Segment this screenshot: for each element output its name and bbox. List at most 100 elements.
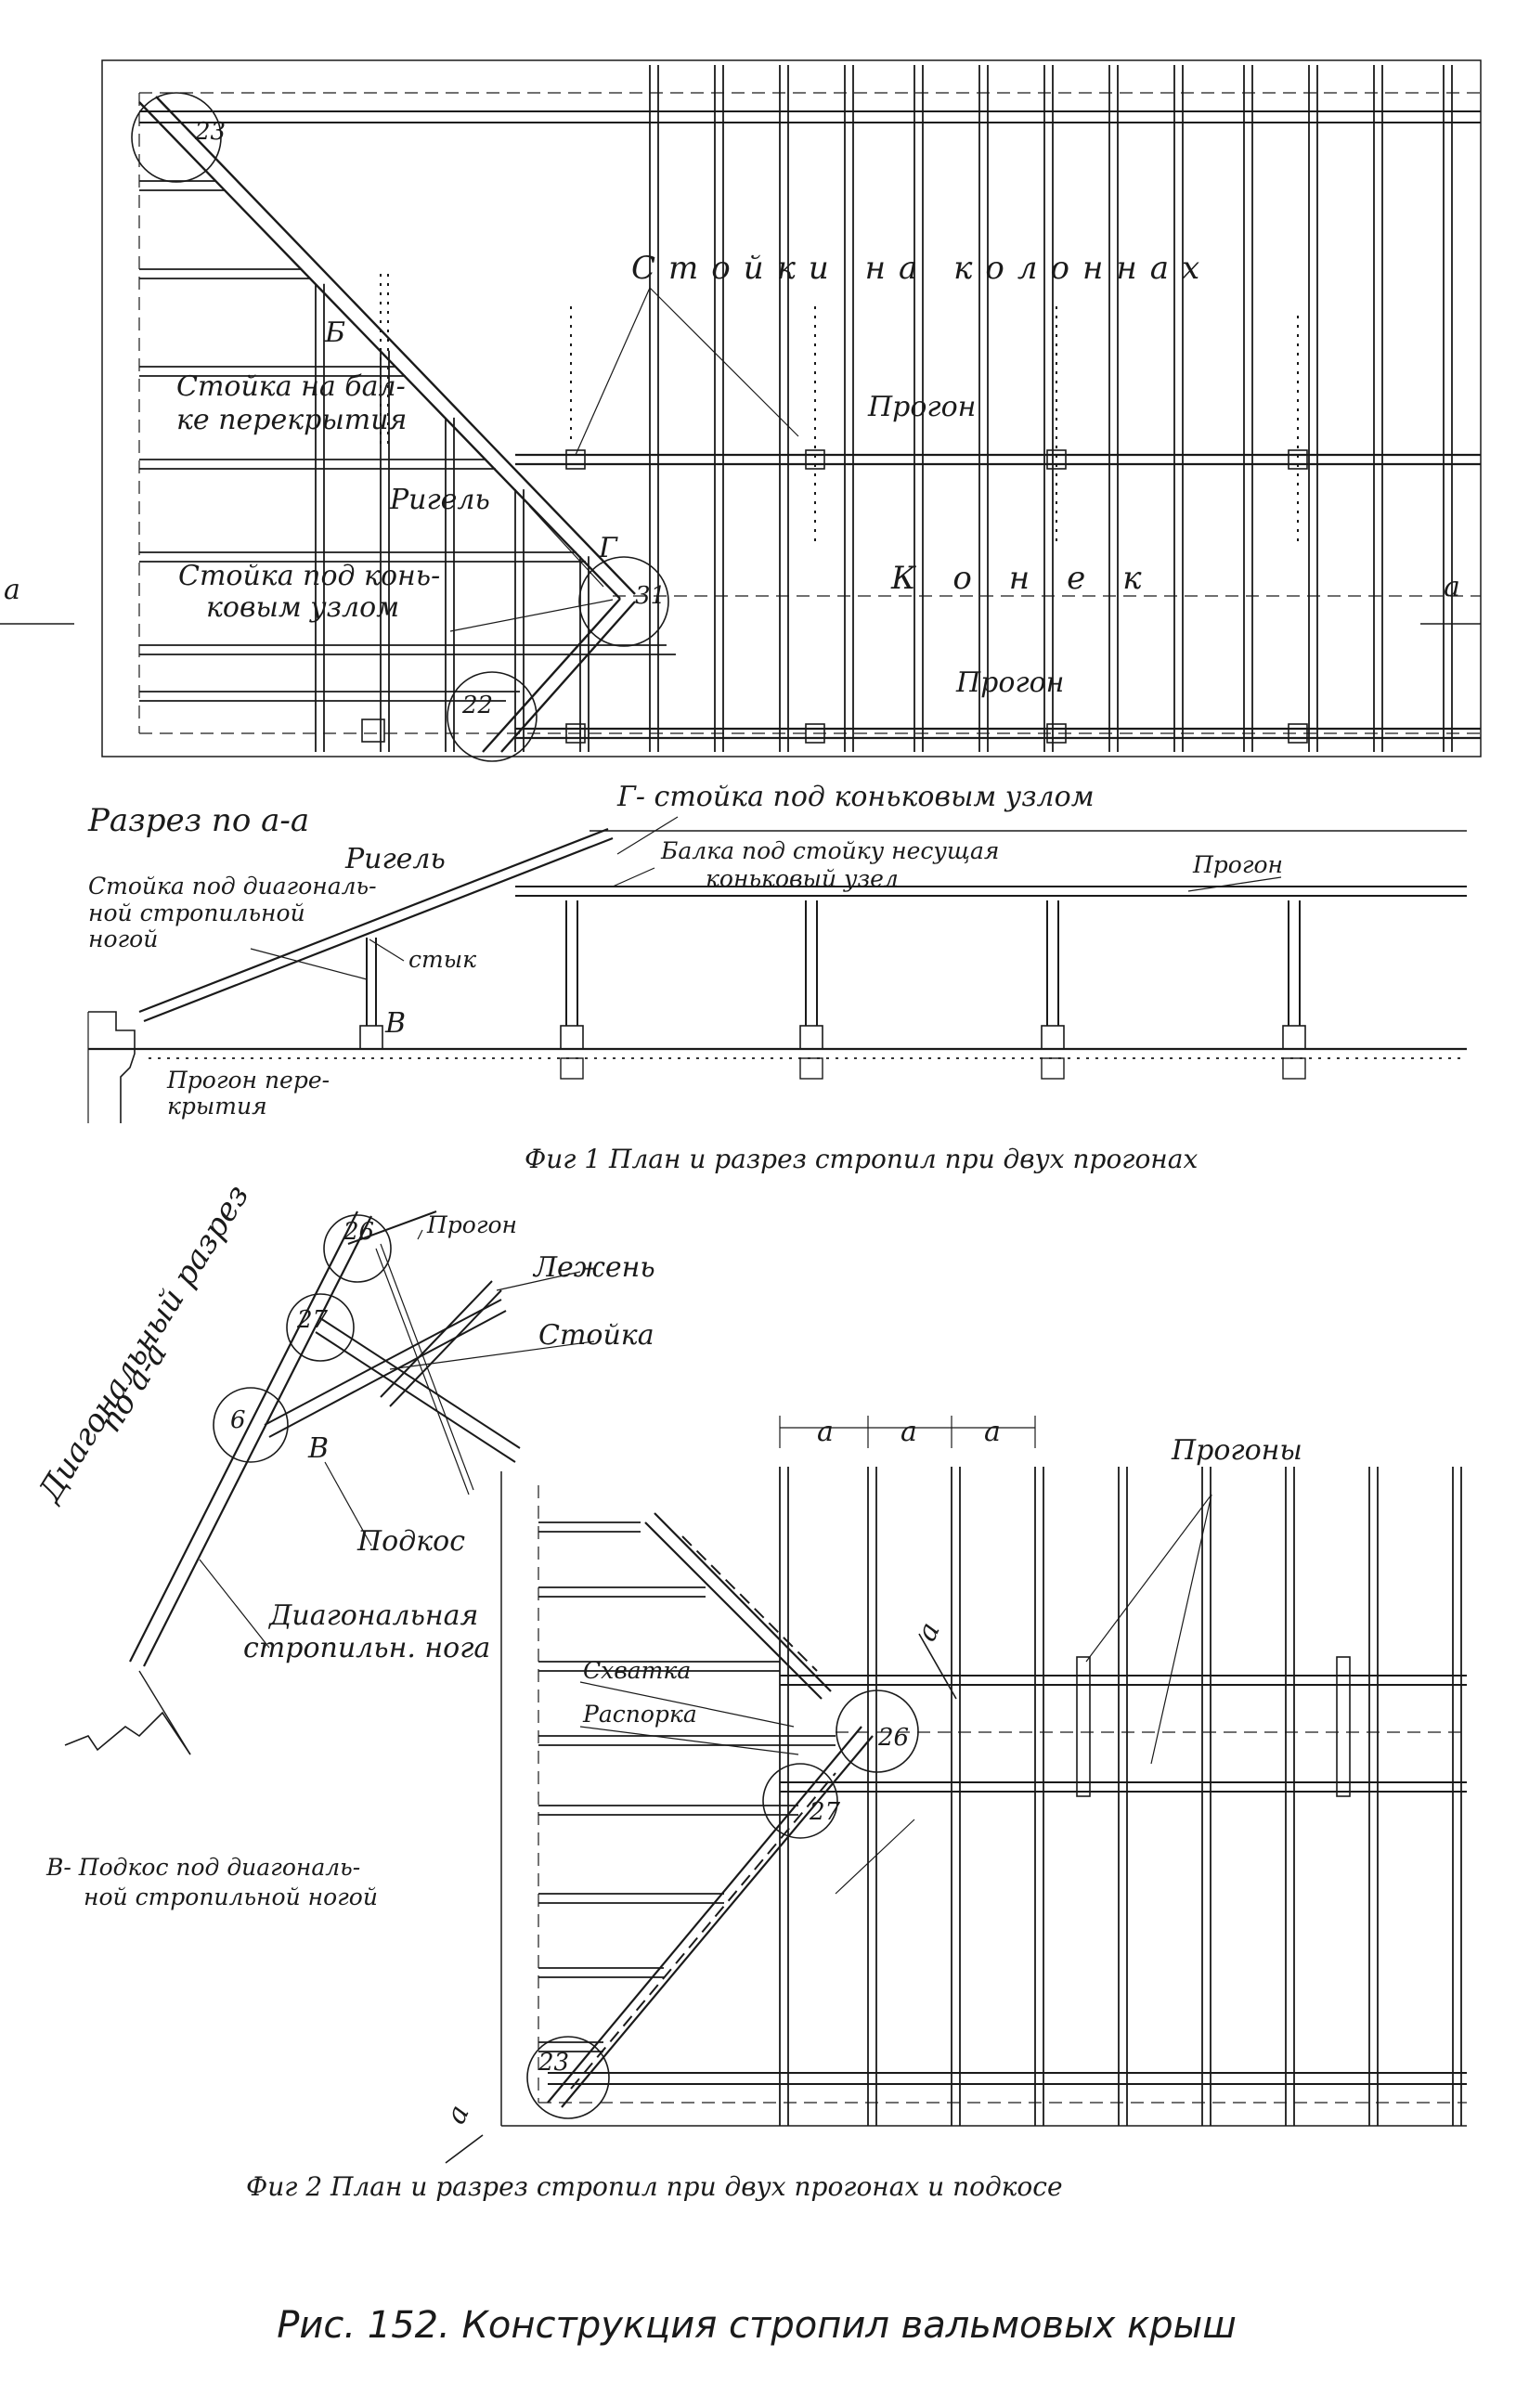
- fig2-leader-strut: [324, 1461, 372, 1547]
- fig2-plan-node-27: [762, 1763, 838, 1839]
- fig1-node-31: [578, 556, 669, 647]
- fig1-label-ridge: Конек: [890, 560, 1179, 597]
- fig1-section-post-base: [1041, 1025, 1065, 1050]
- fig1-leader-joint: [369, 939, 405, 962]
- fig2-sill-2: [389, 1289, 502, 1407]
- fig1-label-ridge-post-2: ковым узлом: [206, 591, 399, 624]
- fig1-node-31-label: 31: [635, 582, 666, 610]
- fig1-section-post-base: [1282, 1025, 1306, 1050]
- fig2-label-diag-rafter-2: стропильн. нога: [243, 1632, 490, 1664]
- fig1-section-diag-post-1: Стойка под диагональ-: [88, 873, 377, 900]
- fig1-section-g-label: Г- стойка под коньковым узлом: [616, 781, 1095, 813]
- fig2-hip-rafter-lower: [547, 1726, 862, 2104]
- fig2-wall-line: [138, 1670, 191, 1755]
- fig1-section-post-base: [560, 1025, 584, 1050]
- fig1-column-post: [565, 449, 586, 470]
- fig2-section-a-bottom: а: [440, 2100, 476, 2129]
- fig2-diag-rafter: [129, 1210, 358, 1663]
- fig1-node-23: [131, 92, 222, 183]
- fig1-column-post: [805, 723, 825, 744]
- fig1-marker-b: Б: [324, 317, 345, 349]
- fig1-section-diag-post-3: ногой: [88, 926, 158, 952]
- fig2-node-26: [323, 1214, 392, 1283]
- fig1-section-beam-1: Балка под стойку несущая: [660, 837, 999, 864]
- fig1-label-post-beam-1: Стойка на бал-: [176, 370, 406, 403]
- fig2-label-strut-plan-2: ной стропильной ногой: [84, 1884, 378, 1910]
- fig2-leader-strut-plan: [835, 1819, 915, 1895]
- fig2-section-a-top: а: [911, 1617, 947, 1646]
- fig2-dim-a2: а: [901, 1416, 917, 1448]
- fig1-column-posts: [361, 449, 1308, 744]
- fig1-label-ridge-post-1: Стойка под конь-: [178, 560, 440, 592]
- fig1-section-posts: [560, 900, 1306, 1080]
- fig1-section-joint: стык: [408, 946, 476, 973]
- fig1-label-post-beam-2: ке перекрытия: [176, 404, 407, 436]
- fig1-column-post: [1046, 723, 1067, 744]
- fig2-tie-plan: [681, 1535, 818, 1672]
- fig2-label-sill: Лежень: [532, 1251, 655, 1284]
- fig1-section-rafter: [138, 827, 609, 1014]
- fig1-node-22-label: 22: [461, 692, 493, 719]
- fig1-leader-beam: [612, 867, 655, 887]
- fig1-label-crossbar: Ригель: [389, 484, 490, 516]
- fig1-section-floor-purlin-1: Прогон пере-: [166, 1067, 330, 1094]
- fig2-diagonal-section: [64, 1210, 595, 1755]
- fig2-section-mark-top: [918, 1633, 957, 1700]
- fig2-node-27: [286, 1293, 355, 1362]
- fig2-plan-node-27-label: 27: [809, 1798, 841, 1826]
- fig1-caption: Фиг 1 План и разрез стропил при двух про…: [525, 1144, 1198, 1174]
- fig2-common-rafters: [779, 1467, 1462, 2126]
- fig2-strut: [264, 1299, 502, 1426]
- fig2-caption: Фиг 2 План и разрез стропил при двух про…: [246, 2171, 1063, 2202]
- fig1-section-floor-purlin-2: крытия: [167, 1093, 267, 1120]
- fig2-strut-2: [268, 1310, 507, 1438]
- fig1-hip-rafter-lower-2: [500, 601, 636, 753]
- fig1-column-post: [805, 449, 825, 470]
- fig1-section-purlin-label: Прогон: [1192, 851, 1283, 878]
- fig2-purlin-post-2: [1336, 1656, 1351, 1797]
- fig2-label-strut: Подкос: [356, 1525, 465, 1558]
- figure-title: Рис. 152. Конструкция стропил вальмовых …: [277, 2304, 1237, 2347]
- fig2-diag-rafter-2: [143, 1215, 372, 1667]
- fig1-column-post: [1288, 723, 1308, 744]
- fig1-leader-g: [616, 816, 679, 855]
- fig2-sill: [380, 1280, 493, 1398]
- fig1-jack-rafters: [139, 180, 676, 702]
- fig1-column-post: [1046, 449, 1067, 470]
- fig1-section-beam-2: коньковый узел: [706, 865, 899, 892]
- fig1-section-diag-post-base: [359, 1025, 383, 1050]
- fig1-section-title: Разрез по а-а: [87, 802, 309, 839]
- fig2-leader-tie: [579, 1681, 795, 1728]
- fig2-leader-purlins-2: [1085, 1494, 1212, 1663]
- fig1-section-diag-post-2-label: ной стропильной: [88, 900, 305, 926]
- fig1-marker-g: Г: [598, 532, 618, 564]
- fig2-node-6-label: 6: [230, 1406, 246, 1434]
- fig2-node-6: [213, 1387, 289, 1463]
- fig2-dim-a1: а: [817, 1416, 834, 1448]
- fig2-leader-brace: [579, 1726, 799, 1755]
- fig2-leader-diag-rafter: [199, 1559, 270, 1649]
- fig2-label-strut-plan-1: В- Подкос под диагональ-: [45, 1854, 360, 1881]
- fig1-common-rafters: [315, 65, 1453, 752]
- fig1-section-post-pad: [1282, 1057, 1306, 1080]
- fig2-post-beam-2: [315, 1331, 516, 1463]
- fig1-plan: [0, 59, 1482, 762]
- fig1-column-post: [1288, 449, 1308, 470]
- fig2-label-tie: Схватка: [583, 1657, 691, 1684]
- fig1-section-rafter-2: [143, 836, 614, 1023]
- fig1-hip-rafter-lower: [482, 598, 621, 753]
- fig1-leader-purlin: [1187, 876, 1282, 892]
- fig1-plan-frame: [101, 59, 1482, 757]
- fig1-section-crossbar: Ригель: [344, 843, 446, 875]
- fig2-purlin-post-1: [1076, 1656, 1091, 1797]
- fig1-leader-ridge-post: [449, 599, 614, 632]
- fig1-section-post-pad: [560, 1057, 584, 1080]
- fig1-label-purlin-bottom: Прогон: [955, 667, 1064, 699]
- fig1-leader-crossbar: [528, 505, 604, 588]
- fig2-hip-rafter-lower-2: [561, 1735, 874, 2108]
- fig1-node-23-label: 23: [194, 118, 226, 146]
- fig2-wall-break: [64, 1711, 191, 1755]
- fig2-leader-purlins-1: [1150, 1494, 1212, 1765]
- fig1-section-a-right: а: [1444, 571, 1460, 603]
- fig2-plan-node-26: [836, 1689, 919, 1773]
